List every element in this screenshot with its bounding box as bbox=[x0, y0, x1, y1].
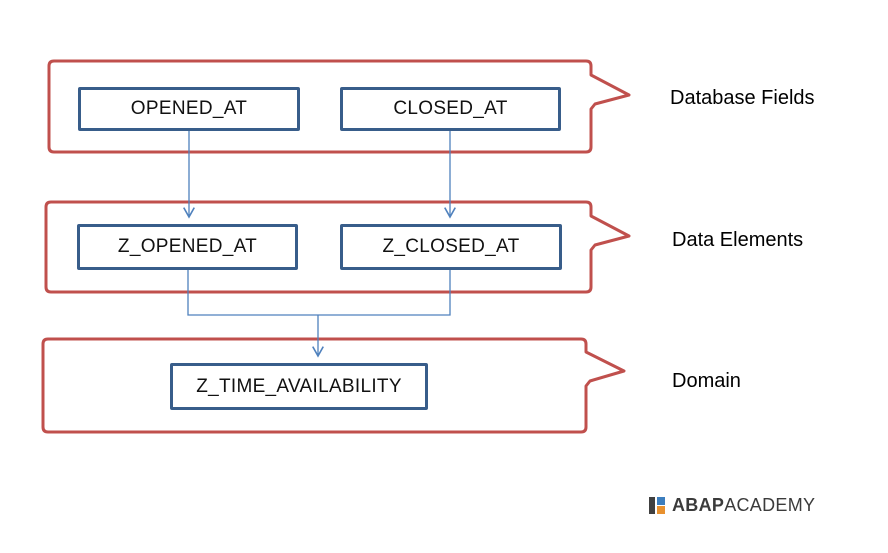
node-z-time-availability: Z_TIME_AVAILABILITY bbox=[170, 363, 428, 410]
node-opened-at: OPENED_AT bbox=[78, 87, 300, 131]
logo-bar-shape bbox=[649, 496, 655, 514]
node-z-closed-at: Z_CLOSED_AT bbox=[340, 224, 562, 270]
logo-blue-square bbox=[657, 496, 665, 505]
node-closed-at: CLOSED_AT bbox=[340, 87, 561, 131]
label-data-elements: Data Elements bbox=[672, 229, 804, 251]
label-domain: Domain bbox=[672, 370, 741, 392]
logo-text: ABAPACADEMY bbox=[672, 495, 815, 516]
abap-academy-logo-icon bbox=[649, 496, 665, 514]
label-database-fields: Database Fields bbox=[670, 87, 815, 109]
logo-text-bold: ABAP bbox=[672, 494, 725, 515]
logo-text-regular: ACADEMY bbox=[724, 494, 816, 515]
data-elements-container bbox=[44, 200, 631, 294]
database-fields-container bbox=[47, 59, 631, 154]
connector-merge-lines bbox=[187, 270, 451, 316]
logo-orange-square bbox=[657, 505, 665, 514]
abap-academy-logo: ABAPACADEMY bbox=[649, 493, 815, 517]
node-z-opened-at: Z_OPENED_AT bbox=[77, 224, 298, 270]
domain-container bbox=[41, 337, 626, 434]
